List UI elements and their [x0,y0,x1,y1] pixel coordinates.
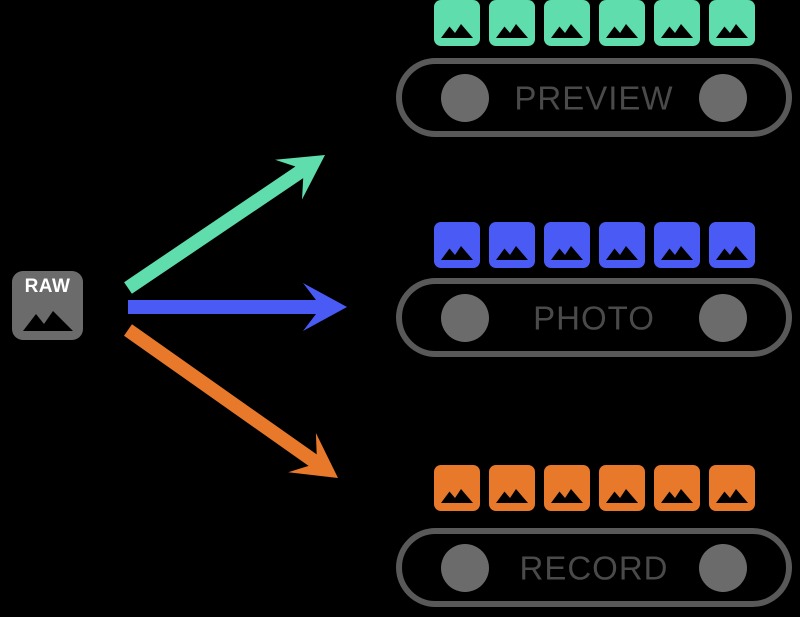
belt-label-preview: PREVIEW [514,79,674,116]
frame-tile [709,465,755,511]
raw-source-label: RAW [24,276,71,297]
image-mountain-icon [606,489,638,503]
preview-arrow [124,155,325,294]
image-mountain-icon [661,489,693,503]
frame-tile [434,465,480,511]
frame-tile [434,0,480,46]
belt-roller-left [441,543,489,592]
belt-roller-left [441,73,489,122]
frame-tile [489,0,535,46]
image-mountain-icon [661,24,693,38]
frame-tile [654,0,700,46]
image-mountain-icon [606,246,638,260]
image-mountain-icon [661,246,693,260]
belt-roller-right [699,543,747,592]
frame-tile [599,465,645,511]
belt-label-photo: PHOTO [533,299,655,336]
frame-tile [544,465,590,511]
image-mountain-icon [441,24,473,38]
image-mountain-icon [496,246,528,260]
image-mountain-icon [716,489,748,503]
belt-roller-left [441,293,489,342]
frame-tile [434,222,480,268]
photo-arrow [128,283,347,331]
frame-tile-row-photo [434,222,764,268]
image-mountain-icon [496,24,528,38]
frame-tile-row-preview [434,0,764,46]
frame-tile [654,222,700,268]
image-mountain-icon [716,246,748,260]
image-mountain-icon [551,246,583,260]
image-mountain-icon [22,311,73,331]
belt-roller-right [699,293,747,342]
conveyor-belt-photo[interactable]: PHOTO [396,278,792,357]
image-mountain-icon [551,489,583,503]
frame-tile-row-record [434,465,764,511]
image-mountain-icon [716,24,748,38]
frame-tile [489,222,535,268]
frame-tile [544,0,590,46]
frame-tile [654,465,700,511]
image-mountain-icon [496,489,528,503]
frame-tile [709,222,755,268]
frame-tile [599,0,645,46]
conveyor-belt-preview[interactable]: PREVIEW [396,58,792,137]
image-mountain-icon [441,489,473,503]
record-arrow [124,324,338,478]
belt-label-record: RECORD [519,549,669,586]
frame-tile [489,465,535,511]
belt-roller-right [699,73,747,122]
frame-tile [709,0,755,46]
image-mountain-icon [441,246,473,260]
image-mountain-icon [606,24,638,38]
raw-source-node[interactable]: RAW [12,271,83,340]
frame-tile [544,222,590,268]
conveyor-belt-record[interactable]: RECORD [396,528,792,607]
image-mountain-icon [551,24,583,38]
frame-tile [599,222,645,268]
